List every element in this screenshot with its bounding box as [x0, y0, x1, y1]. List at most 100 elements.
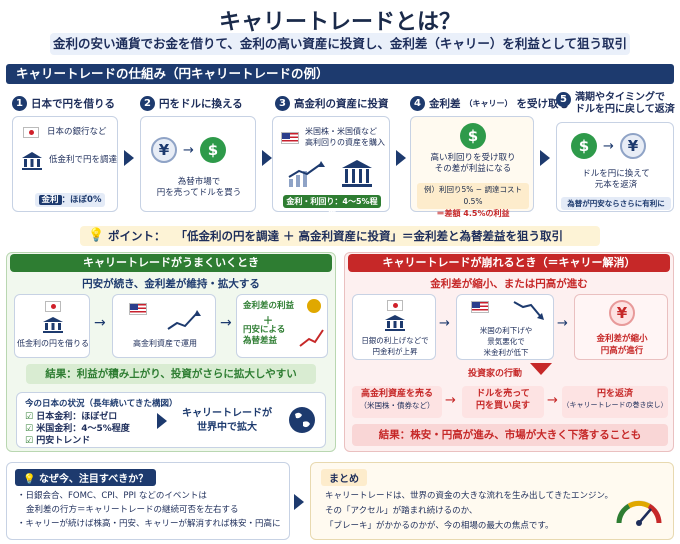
- good-box-profit: 金利差の利益 ＋ 円安による為替差益: [236, 294, 328, 358]
- success-sub: 円安が続き、金利差が維持・拡大する: [82, 278, 260, 290]
- flow-arrow-icon: [540, 150, 550, 166]
- action-label: 円を買い戻す: [475, 400, 530, 411]
- speedometer-icon: [616, 500, 662, 526]
- step-title: 金利差: [429, 98, 461, 110]
- dollar-coin-icon: $: [460, 123, 486, 149]
- profit-label: 円安による: [243, 325, 286, 335]
- point-label: ポイント：: [108, 229, 166, 243]
- step-1-card: 日本の銀行など 低金利で円を調達 金利：ほぼ0%: [12, 116, 118, 212]
- step-4-card: $ 高い利回りを受け取りその差が利益になる 例）利回り5% − 調達コスト0.5…: [410, 116, 534, 218]
- status-item: 日本金利：ほぼゼロ: [36, 412, 118, 422]
- step-line: 元本を返済: [594, 180, 638, 191]
- why-now-header: 💡 なぜ今、注目すべきか？: [15, 469, 157, 486]
- plus-sign: ＋: [263, 316, 273, 327]
- point-banner: 💡 ポイント： 「低金利の円を調達 ＋ 高金利資産に投資」＝金利差と為替差益を狙…: [80, 226, 600, 246]
- step-line: その差が利益になる: [434, 164, 512, 175]
- step-line: 日本の銀行など: [47, 127, 107, 137]
- step-line: 円を売ってドルを買う: [156, 188, 242, 199]
- step-2-card: ¥ → $ 為替市場で円を売ってドルを買う: [140, 116, 256, 212]
- us-flag-icon: [471, 301, 489, 313]
- bank-icon: [22, 152, 42, 170]
- flow-arrow-icon: [157, 413, 167, 429]
- good-box-invest: 高金利資産で運用: [112, 294, 216, 358]
- coins-icon: [307, 299, 321, 313]
- unwind-result: 結果：株安・円高が進み、市場が大きく下落することも: [352, 424, 668, 446]
- summary-box: まとめ キャリートレードは、世界の資金の大きな流れを生み出してきたエンジン。 そ…: [310, 462, 674, 540]
- flow-arrow-icon: [124, 150, 134, 166]
- action-repay-yen: 円を返済（キャリートレードの巻き戻し）: [562, 386, 668, 418]
- yen-coin-icon: ¥: [151, 137, 177, 163]
- mechanism-header: キャリートレードの仕組み（円キャリートレードの例）: [6, 64, 674, 84]
- step-number: 5: [556, 92, 571, 107]
- note-tag: 為替が円安ならさらに有利に: [561, 197, 671, 210]
- profit-label: 為替差益: [243, 336, 278, 347]
- step-title: 日本で円を借りる: [31, 98, 115, 110]
- japan-flag-icon: [23, 127, 39, 139]
- step-line: ドルを円に換えて: [582, 169, 650, 179]
- arrow-right-icon: →: [183, 142, 194, 158]
- bad-box-result: 金利差が縮小: [596, 334, 648, 344]
- us-flag-icon: [129, 303, 147, 315]
- calc-line: 例）利回り5% − 調達コスト0.5%: [424, 185, 522, 206]
- bad-box-yen-up: ¥ 金利差が縮小円高が進行: [574, 294, 668, 360]
- flow-arrow-icon: [262, 150, 272, 166]
- step-title: 満期やタイミングで: [575, 92, 665, 103]
- bad-box-rate-hike: 日銀の利上げなどで円金利が上昇: [352, 294, 436, 360]
- step-number: 2: [140, 96, 155, 111]
- step-title-end: を受け取る: [516, 98, 570, 110]
- step-number: 1: [12, 96, 27, 111]
- arrow-right-icon: →: [94, 315, 106, 331]
- action-buy-yen: ドルを売って円を買い戻す: [462, 386, 544, 418]
- action-label: （米国株・債券など）: [359, 400, 435, 410]
- bad-box-label: 日銀の利上げなどで: [361, 336, 429, 345]
- unwind-sub: 金利差が縮小、または円高が進む: [430, 278, 588, 290]
- status-box: 今の日本の状況（長年続いてきた構図） ☑ 日本金利：ほぼゼロ ☑ 米国金利：4～…: [16, 392, 326, 448]
- lightbulb-icon: 💡: [23, 474, 39, 485]
- step-line: 高利回りの資産を購入: [305, 137, 385, 147]
- yield-tag: 金利・利回り：4～5%程度: [283, 195, 381, 219]
- calc-result: ＝差額 4.5%の利益: [436, 209, 510, 218]
- japan-flag-icon: [45, 301, 61, 312]
- investor-action-label: 投資家の行動: [468, 369, 523, 379]
- why-item: 金利差の行方＝キャリートレードの継続可否を左右する: [26, 505, 239, 515]
- action-label: （キャリートレードの巻き戻し）: [562, 400, 668, 409]
- step-title: 円をドルに換える: [159, 98, 243, 110]
- action-label: ドルを売って: [476, 389, 530, 399]
- step-line: 低金利で円を調達: [49, 155, 118, 166]
- calc-box: 例）利回り5% − 調達コスト0.5% ＝差額 4.5%の利益: [417, 183, 529, 218]
- summary-line: 「ブレーキ」がかかるのかが、今の相場の最大の焦点です。: [325, 521, 554, 531]
- why-item: ・日銀会合、FOMC、CPI、PPI などのイベントは: [17, 491, 207, 501]
- action-label: 高金利資産を売る: [360, 389, 433, 399]
- status-title: 今の日本の状況（長年続いてきた構図）: [25, 399, 178, 409]
- summary-header: まとめ: [321, 469, 367, 486]
- point-text: 「低金利の円を調達 ＋ 高金利資産に投資」＝金利差と為替差益を狙う取引: [175, 229, 564, 243]
- unwind-header: キャリートレードが崩れるとき（＝キャリー解消）: [348, 254, 670, 272]
- rate-tag: 金利：ほぼ0%: [35, 193, 105, 207]
- why-now-box: 💡 なぜ今、注目すべきか？ ・日銀会合、FOMC、CPI、PPI などのイベント…: [6, 462, 290, 540]
- step-title: ドルを円に戻して返済: [575, 104, 675, 115]
- why-now-title: なぜ今、注目すべきか？: [38, 474, 149, 485]
- step-line: 高い利回りを受け取り: [430, 153, 516, 163]
- good-box-borrow: 低金利の円を借りる: [14, 294, 90, 358]
- uptrend-chart-icon: [167, 310, 201, 330]
- action-label: 円を返済: [596, 389, 633, 399]
- us-flag-icon: [281, 131, 299, 144]
- down-arrow-icon: [530, 363, 552, 375]
- arrow-right-icon: →: [547, 393, 558, 408]
- bad-box-us-cut: 米国の利下げや景気悪化で米金利が低下: [456, 294, 554, 360]
- dollar-coin-icon: $: [199, 137, 226, 163]
- step-2-head: 2 円をドルに換える: [140, 96, 243, 111]
- step-3-card: 米国株・米国債など高利回りの資産を購入 金利・利回り：4～5%程度: [272, 116, 390, 219]
- arrow-right-icon: →: [220, 315, 232, 331]
- flow-arrow-icon: [294, 494, 304, 510]
- step-1-head: 1 日本で円を借りる: [12, 96, 115, 111]
- bad-box-label: 景気悪化で: [487, 337, 525, 346]
- bank-icon: [43, 317, 63, 333]
- bank-icon: [385, 315, 405, 331]
- summary-line: キャリートレードは、世界の資金の大きな流れを生み出してきたエンジン。: [325, 491, 613, 501]
- arrow-right-icon: →: [557, 316, 568, 331]
- step-5-card: $ → ¥ ドルを円に換えて元本を返済 為替が円安ならさらに有利に: [556, 122, 674, 212]
- flow-arrow-icon: [396, 150, 406, 166]
- lightbulb-icon: 💡: [88, 228, 105, 243]
- dollar-coin-icon: $: [571, 133, 597, 159]
